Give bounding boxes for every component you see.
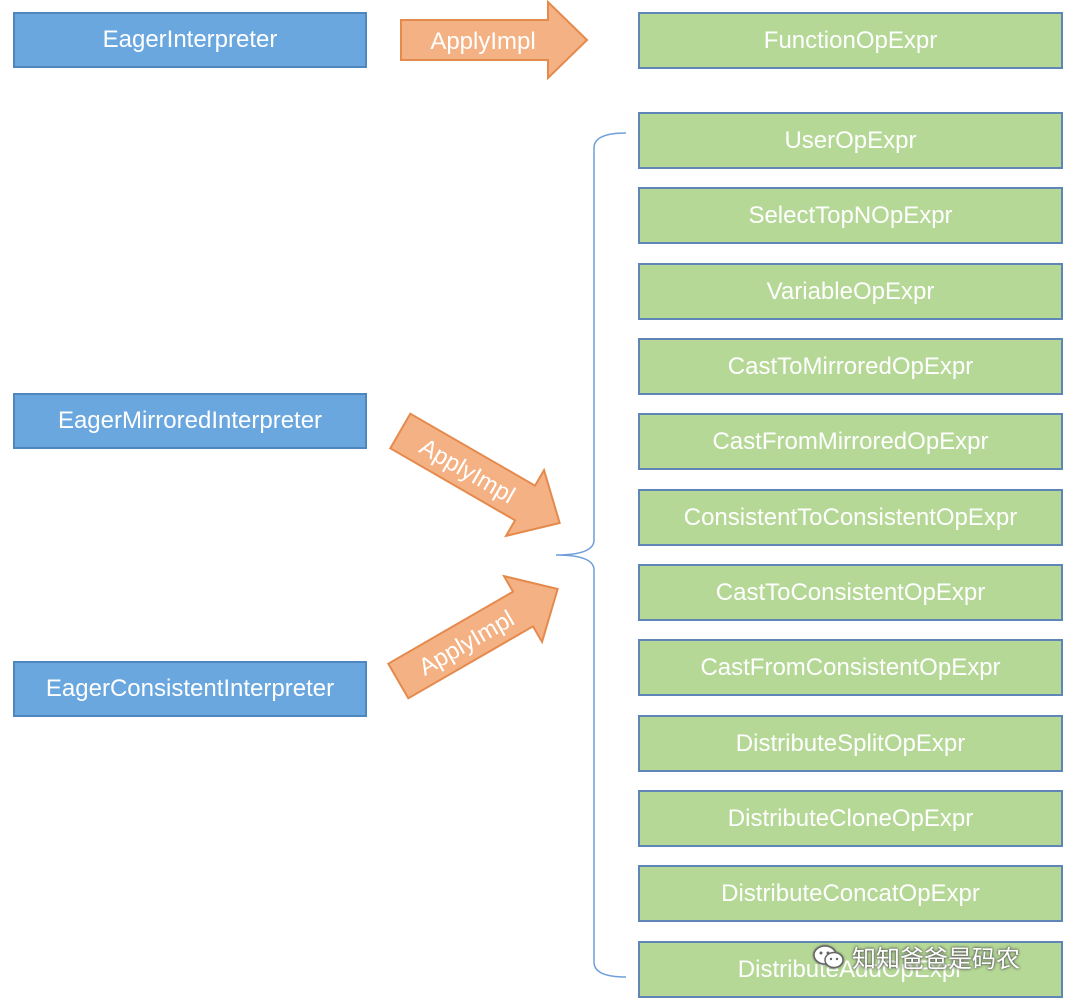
op-expr-box: CastToConsistentOpExpr	[638, 564, 1063, 621]
function-op-expr-box: FunctionOpExpr	[638, 12, 1063, 69]
apply-impl-arrow-mirrored: ApplyImpl	[388, 412, 561, 538]
op-expr-box: DistributeConcatOpExpr	[638, 865, 1063, 922]
op-expr-label: DistributeSplitOpExpr	[735, 729, 966, 757]
op-expr-box: UserOpExpr	[638, 112, 1063, 169]
op-expr-label: CastFromMirroredOpExpr	[712, 427, 989, 455]
eager-consistent-interpreter-label: EagerConsistentInterpreter	[45, 675, 335, 702]
grouping-brace	[555, 132, 627, 978]
op-expr-box: DistributeSplitOpExpr	[638, 715, 1063, 772]
op-expr-box: VariableOpExpr	[638, 263, 1063, 320]
apply-impl-arrow-consistent: ApplyImpl	[386, 574, 559, 700]
op-expr-label: DistributeAddOpExpr	[737, 955, 964, 983]
eager-mirrored-interpreter-box: EagerMirroredInterpreter	[13, 393, 367, 449]
op-expr-box: DistributeCloneOpExpr	[638, 790, 1063, 847]
op-expr-box: CastFromConsistentOpExpr	[638, 639, 1063, 696]
op-expr-label: CastToConsistentOpExpr	[715, 578, 986, 606]
eager-mirrored-interpreter-label: EagerMirroredInterpreter	[57, 407, 323, 434]
apply-impl-label-top: ApplyImpl	[430, 28, 535, 55]
op-expr-box: SelectTopNOpExpr	[638, 187, 1063, 244]
op-expr-label: VariableOpExpr	[766, 277, 935, 305]
wechat-icon	[813, 944, 844, 968]
op-expr-label: DistributeCloneOpExpr	[727, 804, 974, 832]
eager-consistent-interpreter-box: EagerConsistentInterpreter	[13, 661, 367, 717]
eager-interpreter-label: EagerInterpreter	[102, 26, 278, 53]
watermark: 知知爸爸是码农	[812, 939, 1020, 974]
op-expr-label: SelectTopNOpExpr	[748, 201, 953, 229]
eager-interpreter-box: EagerInterpreter	[13, 12, 367, 68]
op-expr-box: CastFromMirroredOpExpr	[638, 413, 1063, 470]
op-expr-label: UserOpExpr	[784, 126, 917, 154]
op-expr-label: ConsistentToConsistentOpExpr	[683, 503, 1018, 531]
op-expr-label: CastToMirroredOpExpr	[727, 352, 974, 380]
op-expr-box: DistributeAddOpExpr	[638, 941, 1063, 998]
op-expr-box: CastToMirroredOpExpr	[638, 338, 1063, 395]
watermark-text: 知知爸爸是码农	[852, 945, 1020, 973]
op-expr-label: CastFromConsistentOpExpr	[700, 653, 1001, 681]
op-expr-label: DistributeConcatOpExpr	[721, 879, 980, 907]
apply-impl-arrow-top	[400, 0, 589, 81]
op-expr-box: ConsistentToConsistentOpExpr	[638, 489, 1063, 546]
function-op-expr-label: FunctionOpExpr	[763, 26, 938, 54]
